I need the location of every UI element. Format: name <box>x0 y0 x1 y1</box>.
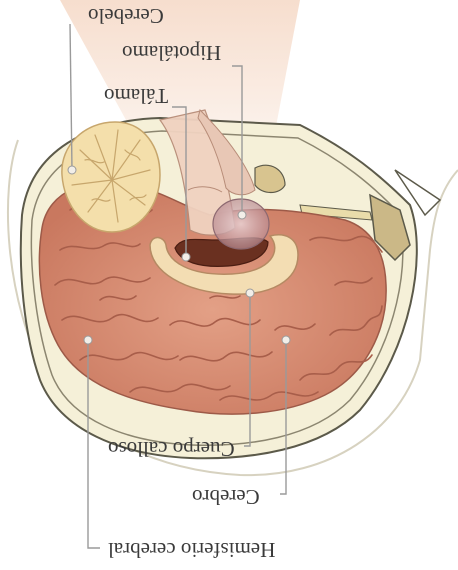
hypothalamus <box>213 199 269 249</box>
label-cuerpo-calloso: Cuerpo calloso <box>108 437 235 461</box>
label-talamo: Tálamo <box>104 84 168 108</box>
label-cerebelo: Cerebelo <box>88 4 164 28</box>
label-hemisferio-cerebral: Hemisferio cerebral <box>108 538 275 562</box>
label-cerebro: Cerebro <box>192 485 260 509</box>
label-hipotalamo: Hipotálamo <box>122 41 221 65</box>
